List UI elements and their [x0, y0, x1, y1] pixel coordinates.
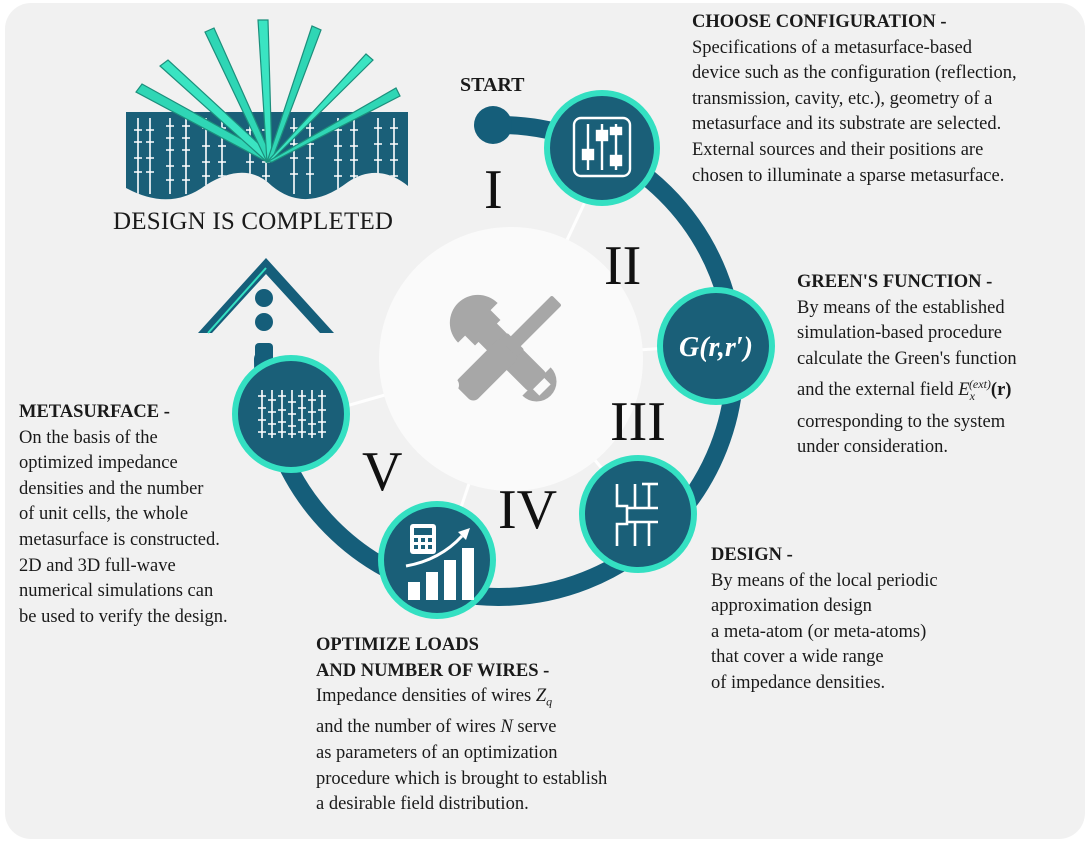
stage-optimize-title-2: AND NUMBER OF WIRES - — [316, 660, 550, 681]
text-line: and the external field — [797, 380, 954, 401]
stage-greens-title: GREEN'S FUNCTION - — [797, 272, 993, 292]
z-symbol: Z — [535, 686, 547, 707]
text-line: simulation-based procedure — [797, 323, 1002, 344]
text-line: a meta-atom (or meta-atoms) — [711, 621, 927, 642]
stage-design-title: DESIGN - — [711, 545, 793, 565]
up-arrow-icon — [198, 258, 334, 333]
sliders-icon — [572, 116, 632, 178]
text-line: Impedance densities of wires — [316, 686, 532, 707]
stage-optimize-title-1: OPTIMIZE LOADS — [316, 635, 479, 655]
greens-formula: G(r,r′) — [679, 332, 753, 363]
stage-optimize-text: OPTIMIZE LOADS AND NUMBER OF WIRES - Imp… — [316, 633, 607, 818]
text-line: On the basis of the — [19, 427, 158, 448]
numeral-V: V — [362, 441, 403, 503]
start-knob — [474, 106, 512, 144]
text-line: By means of the established — [797, 297, 1005, 318]
node-metasurface — [232, 355, 350, 473]
field-subscript: x — [969, 389, 975, 404]
numeral-IV: IV — [498, 479, 558, 541]
numeral-III: III — [610, 391, 666, 453]
stage-design-text: DESIGN - By means of the local periodic … — [711, 543, 938, 697]
text-line: chosen to illuminate a sparse metasurfac… — [692, 165, 1005, 186]
numeral-I: I — [484, 159, 503, 221]
start-label: START — [460, 74, 525, 96]
text-line-field: and the external field Ex(ext)(r) — [797, 372, 1017, 409]
node-design — [579, 455, 697, 573]
connector-dots — [255, 289, 273, 367]
text-line: as parameters of an optimization — [316, 743, 558, 764]
text-line: of unit cells, the whole — [19, 504, 189, 525]
n-symbol: N — [500, 717, 513, 738]
tools-icon — [443, 294, 561, 402]
stage-configuration-text: CHOOSE CONFIGURATION - Specifications of… — [692, 10, 1017, 189]
calculator-chart-icon — [405, 524, 474, 600]
text-line: be used to verify the design. — [19, 606, 228, 627]
text-line: and the number of wires — [316, 717, 496, 738]
field-symbol: E — [958, 380, 970, 401]
stage-metasurface-title: METASURFACE - — [19, 402, 170, 422]
field-argument: (r) — [990, 380, 1012, 401]
text-line: approximation design — [711, 596, 872, 617]
text-line: Specifications of a metasurface-based — [692, 37, 972, 58]
text-line: device such as the configuration (reflec… — [692, 63, 1017, 84]
node-configuration — [544, 90, 660, 206]
text-line: metasurface is constructed. — [19, 529, 220, 550]
completion-label: DESIGN IS COMPLETED — [113, 208, 394, 235]
stage-configuration-title: CHOOSE CONFIGURATION - — [692, 12, 947, 32]
node-optimize — [378, 501, 496, 619]
text-line: metasurface and its substrate are select… — [692, 114, 1002, 135]
meta-atom-icon — [615, 482, 658, 546]
stage-metasurface-text: METASURFACE - On the basis of the optimi… — [19, 400, 228, 630]
text-line: that cover a wide range — [711, 647, 884, 668]
text-line: 2D and 3D full-wave — [19, 555, 176, 576]
text-line-z: Impedance densities of wires Zq — [316, 684, 607, 715]
text-line: procedure which is brought to establish — [316, 768, 608, 789]
text-line: transmission, cavity, etc.), geometry of… — [692, 88, 993, 109]
node-greens-function: G(r,r′) — [657, 287, 775, 405]
field-superscript: (ext) — [968, 377, 991, 392]
text-line: under consideration. — [797, 437, 949, 458]
text-line: densities and the number — [19, 478, 204, 499]
book-icon — [126, 19, 408, 200]
text-line: a desirable field distribution. — [316, 794, 529, 815]
text-line: of impedance densities. — [711, 672, 886, 693]
numeral-II: II — [604, 235, 642, 297]
text-line: optimized impedance — [19, 453, 178, 474]
text-line: External sources and their positions are — [692, 139, 984, 160]
text-line: By means of the local periodic — [711, 570, 938, 591]
metasurface-grid-icon — [258, 390, 326, 438]
text-line: serve — [517, 717, 557, 738]
z-subscript: q — [546, 694, 553, 709]
text-line-n: and the number of wires N serve — [316, 715, 607, 741]
stage-greens-text: GREEN'S FUNCTION - By means of the estab… — [797, 270, 1017, 461]
text-line: corresponding to the system — [797, 411, 1006, 432]
text-line: numerical simulations can — [19, 581, 214, 602]
text-line: calculate the Green's function — [797, 348, 1017, 369]
